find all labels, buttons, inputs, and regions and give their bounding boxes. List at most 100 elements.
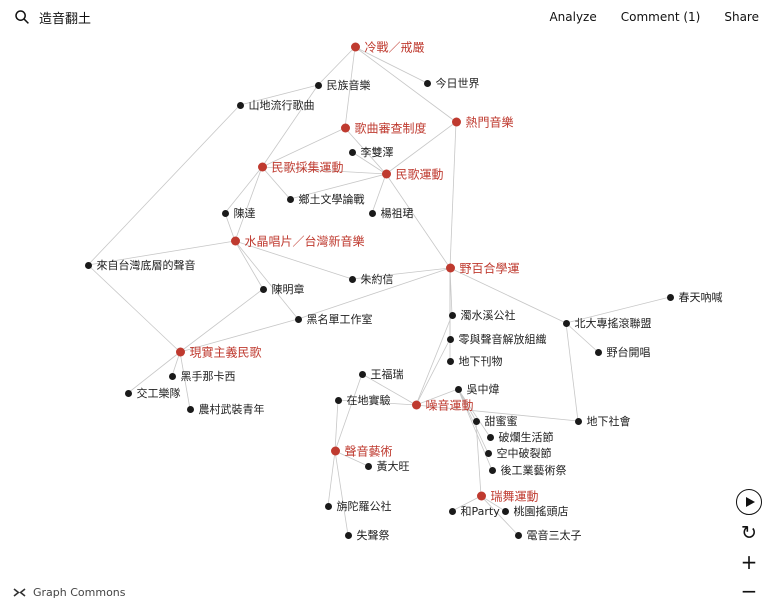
graph-node-coldwar[interactable]: 冷戰／戒嚴: [350, 39, 425, 56]
graph-node-huangdawang[interactable]: 黃大旺: [364, 458, 410, 474]
graph-node-blacklist[interactable]: 黑名單工作室: [294, 311, 373, 327]
graph-node-underzine[interactable]: 地下刊物: [446, 353, 503, 369]
graph-node-taoyuan[interactable]: 桃園搖頭店: [501, 503, 569, 519]
node-dot: [368, 209, 376, 217]
share-button[interactable]: Share: [724, 10, 759, 24]
node-label: 零與聲音解放組織: [458, 333, 547, 346]
graph-node-chandala[interactable]: 旃陀羅公社: [324, 498, 392, 514]
graph-node-zero[interactable]: 零與聲音解放組織: [446, 331, 547, 347]
graph-node-crystal[interactable]: 水晶唱片／台灣新音樂: [230, 233, 365, 250]
graph-edge: [179, 288, 264, 353]
graph-node-tianmimi[interactable]: 甜蜜蜜: [472, 413, 518, 429]
graph-node-today[interactable]: 今日世界: [423, 75, 480, 91]
node-dot: [484, 449, 492, 457]
node-dot: [230, 236, 240, 246]
node-label: 失聲祭: [356, 529, 390, 542]
node-dot: [486, 433, 494, 441]
node-label: 噪音運動: [425, 398, 474, 413]
graph-edge: [344, 127, 387, 175]
node-dot: [168, 372, 176, 380]
graph-edge: [261, 166, 291, 200]
graph-node-wuzhongwei[interactable]: 吳中煒: [454, 381, 500, 397]
node-label: 在地實驗: [346, 394, 391, 407]
graph-title: 造音翻土: [39, 11, 92, 27]
graph-node-chenda[interactable]: 陳達: [221, 205, 256, 221]
node-label: 楊祖珺: [380, 207, 414, 220]
node-label: 野台開唱: [606, 346, 651, 359]
zoom-in-button[interactable]: +: [740, 550, 758, 574]
graph-edge: [179, 318, 299, 353]
graph-node-etat[interactable]: 在地實驗: [334, 392, 391, 408]
graph-node-lishuangze[interactable]: 李雙澤: [348, 144, 394, 160]
graph-node-wangfurui[interactable]: 王福瑞: [358, 366, 404, 382]
graph-node-folkmove[interactable]: 民歌運動: [381, 166, 444, 183]
graph-node-farmer[interactable]: 農村武裝青年: [186, 401, 265, 417]
graph-edge: [239, 84, 319, 106]
analyze-button[interactable]: Analyze: [549, 10, 597, 24]
graph-node-laborex[interactable]: 交工樂隊: [124, 385, 181, 401]
node-dot: [350, 42, 360, 52]
graph-node-spring[interactable]: 春天吶喊: [666, 289, 723, 305]
graph-edge: [334, 450, 349, 536]
node-dot: [445, 263, 455, 273]
graph-node-soundart[interactable]: 聲音藝術: [330, 443, 393, 460]
graph-node-zhuoshuixi[interactable]: 濁水溪公社: [448, 307, 516, 323]
comment-button[interactable]: Comment (1): [620, 10, 701, 24]
graph-node-minzu[interactable]: 民族音樂: [314, 77, 371, 93]
node-label: 濁水溪公社: [460, 309, 516, 322]
node-label: 空中破裂節: [496, 447, 552, 460]
node-dot: [501, 507, 509, 515]
graph-edge: [354, 46, 457, 123]
graph-node-postindustrial[interactable]: 後工業藝術祭: [488, 462, 567, 478]
graph-node-yangzujun[interactable]: 楊祖珺: [368, 205, 414, 221]
node-label: 甜蜜蜜: [484, 415, 518, 428]
search-icon[interactable]: [14, 9, 30, 25]
node-dot: [294, 315, 302, 323]
header-menu: Analyze Comment (1) Share: [549, 10, 759, 24]
graph-node-popmusic[interactable]: 熱門音樂: [451, 114, 514, 131]
node-label: 民歌運動: [395, 167, 444, 182]
graph-edge: [327, 450, 336, 507]
graph-edge: [87, 104, 241, 266]
refresh-icon[interactable]: ↻: [741, 522, 757, 544]
graph-node-rockalliance[interactable]: 北大專搖滾聯盟: [562, 315, 652, 331]
graph-node-midair[interactable]: 空中破裂節: [484, 445, 552, 461]
graph-node-formoz[interactable]: 野台開唱: [594, 344, 651, 360]
node-label: 黃大旺: [376, 460, 410, 473]
graph-node-blackhand[interactable]: 黑手那卡西: [168, 368, 236, 384]
graph-edge: [297, 267, 451, 320]
node-label: 歌曲審查制度: [354, 121, 427, 136]
graph-node-censorship[interactable]: 歌曲審查制度: [340, 120, 427, 137]
graph-node-mountain[interactable]: 山地流行歌曲: [236, 97, 315, 113]
node-dot: [446, 357, 454, 365]
graph-node-lsf[interactable]: 失聲祭: [344, 527, 390, 543]
graph-node-lily[interactable]: 野百合學運: [445, 260, 520, 277]
graph-node-noise[interactable]: 噪音運動: [411, 397, 474, 414]
graph-commons-logo[interactable]: [13, 586, 26, 599]
graph-node-techno[interactable]: 電音三太子: [514, 527, 582, 543]
graph-node-zhuyuexin[interactable]: 朱約信: [348, 271, 394, 287]
play-icon: [745, 497, 755, 507]
graph-node-bottom[interactable]: 來自台灣底層的聲音: [84, 257, 196, 273]
play-button[interactable]: [736, 489, 762, 515]
node-label: 桃園搖頭店: [513, 505, 569, 518]
node-dot: [451, 117, 461, 127]
graph-node-xiangtu[interactable]: 鄉土文學論戰: [286, 191, 365, 207]
node-dot: [314, 81, 322, 89]
node-dot: [344, 531, 352, 539]
graph-node-realfolk[interactable]: 現實主義民歌: [175, 344, 262, 361]
graph-edge: [475, 420, 482, 497]
graph-commons-brand[interactable]: Graph Commons: [33, 586, 126, 599]
graph-edge: [361, 373, 417, 406]
graph-node-rave[interactable]: 瑞舞運動: [476, 488, 539, 505]
graph-node-folkcollect[interactable]: 民歌採集運動: [257, 159, 344, 176]
graph-node-underworld[interactable]: 地下社會: [574, 413, 631, 429]
graph-edge: [480, 495, 519, 536]
node-label: 李雙澤: [360, 146, 394, 159]
graph-node-chenmingzhang[interactable]: 陳明章: [259, 281, 305, 297]
graph-node-heparty[interactable]: 和Party: [448, 503, 500, 519]
graph-node-broken[interactable]: 破爛生活節: [486, 429, 554, 445]
node-label: 冷戰／戒嚴: [364, 40, 425, 55]
zoom-out-button[interactable]: −: [740, 579, 758, 603]
